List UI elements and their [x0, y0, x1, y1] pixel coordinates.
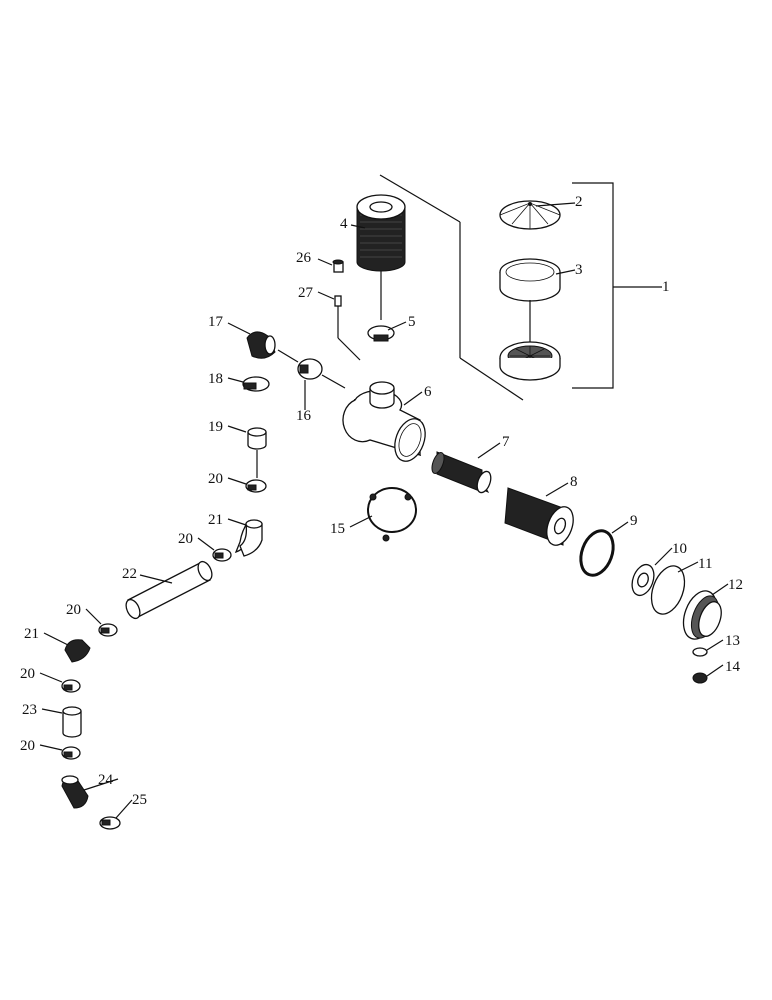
assembly-connector-lines [379, 174, 524, 401]
label-11: 11 [698, 556, 712, 572]
part-10-washer [631, 563, 655, 597]
part-26-plug [332, 259, 344, 273]
label-20: 20 [178, 531, 193, 547]
label-19: 19 [208, 419, 223, 435]
label-20: 20 [66, 602, 81, 618]
label-5: 5 [408, 314, 416, 330]
part-12-end-cover [682, 590, 722, 640]
part-5-clamp [367, 325, 395, 342]
label-27: 27 [298, 285, 314, 301]
label-14: 14 [725, 659, 741, 675]
label-9: 9 [630, 513, 638, 529]
part-3-ring [499, 258, 561, 302]
label-21: 21 [24, 626, 39, 642]
part-4-filter-element [356, 194, 406, 320]
part-22-tube [125, 560, 213, 620]
label-2: 2 [575, 194, 583, 210]
part-24-elbow [61, 775, 89, 809]
part-20-clamp [212, 548, 232, 562]
label-13: 13 [725, 633, 740, 649]
part-2-cap [499, 200, 561, 230]
part-25-clamp [99, 816, 121, 830]
label-23: 23 [22, 702, 37, 718]
label-8: 8 [570, 474, 578, 490]
part-21-elbow [64, 639, 91, 663]
label-21: 21 [208, 512, 223, 528]
part-14-nut [692, 672, 708, 684]
part-6-housing [342, 381, 426, 462]
part-20-clamp [245, 479, 267, 493]
label-15: 15 [330, 521, 345, 537]
label-16: 16 [296, 408, 312, 424]
part-15-mounting-strap [367, 487, 417, 542]
label-20: 20 [20, 738, 35, 754]
part-17-elbow [246, 331, 299, 363]
part-8-outer-filter [504, 487, 574, 546]
part-9-gasket-ring [579, 529, 615, 577]
label-10: 10 [672, 541, 687, 557]
part-20-clamp [61, 746, 81, 760]
part-27-pin [334, 295, 361, 361]
label-4: 4 [340, 216, 348, 232]
part-16-clamp [297, 358, 346, 389]
label-17: 17 [208, 314, 224, 330]
part-13-washer [692, 647, 708, 657]
label-3: 3 [575, 262, 583, 278]
part-18-clamp [242, 376, 270, 392]
label-6: 6 [424, 384, 432, 400]
leader-lines [39, 202, 729, 819]
part-21-elbow [234, 519, 263, 557]
label-1: 1 [662, 279, 670, 295]
label-24: 24 [98, 772, 114, 788]
label-7: 7 [502, 434, 510, 450]
part-7-inner-filter [431, 451, 492, 494]
part-20-clamp [61, 679, 81, 693]
label-22: 22 [122, 566, 137, 582]
label-18: 18 [208, 371, 223, 387]
part-1-vane-base [499, 341, 561, 381]
label-26: 26 [296, 250, 312, 266]
group-1-bracket [572, 182, 662, 389]
label-25: 25 [132, 792, 147, 808]
label-20: 20 [20, 666, 35, 682]
part-labels: 1 2 3 4 5 6 7 8 9 10 11 12 13 14 15 16 1… [20, 194, 743, 808]
part-11-seal [650, 565, 686, 615]
label-12: 12 [728, 577, 743, 593]
part-23-tube [62, 706, 82, 738]
part-20-clamp [98, 623, 118, 637]
part-19-adapter [247, 427, 267, 478]
label-20: 20 [208, 471, 223, 487]
